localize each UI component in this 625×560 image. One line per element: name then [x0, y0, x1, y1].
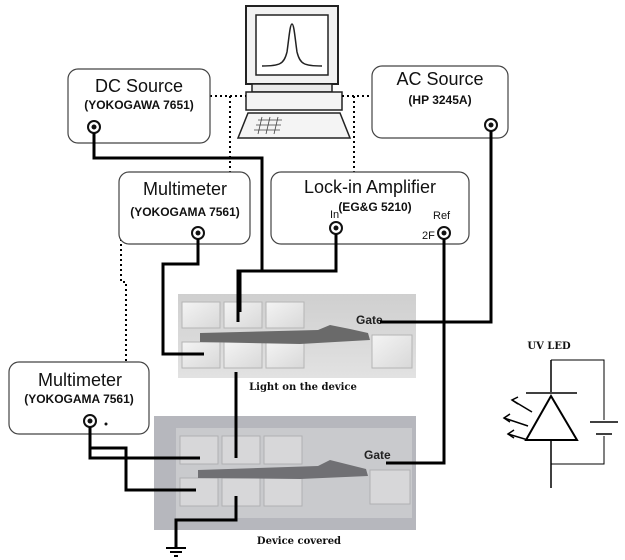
computer-icon	[236, 5, 352, 139]
multimeter-left-model: (YOKOGAMA 7561)	[24, 392, 134, 406]
lockin-in-terminal[interactable]	[329, 221, 343, 235]
light-emission-arrows-icon	[502, 396, 533, 441]
dc-source-terminal[interactable]	[87, 120, 101, 134]
spectrum-peak-icon	[261, 23, 323, 67]
ac-source-model: (HP 3245A)	[408, 93, 471, 107]
device-bottom-caption: Device covered	[257, 536, 341, 547]
multimeter-top-title: Multimeter	[143, 179, 227, 199]
dc-source-model: (YOKOGAWA 7651)	[84, 98, 194, 112]
ground-icon	[166, 547, 186, 557]
device-bottom-gate-label: Gate	[364, 448, 391, 462]
channel-strip-bottom	[198, 460, 368, 479]
dc-source-box: DC Source (YOKOGAWA 7651)	[67, 68, 211, 144]
dc-source-title: DC Source	[95, 76, 183, 96]
multimeter-left-title: Multimeter	[38, 370, 122, 390]
device-top-gate-label: Gate	[356, 313, 383, 327]
keyboard-icon	[236, 112, 352, 139]
gpib-links	[120, 95, 372, 362]
multimeter-top-model: (YOKOGAMA 7561)	[130, 205, 240, 219]
channel-strip-top	[200, 325, 370, 344]
lockin-title: Lock-in Amplifier	[304, 177, 436, 197]
ac-source-box: AC Source (HP 3245A)	[371, 65, 509, 139]
lockin-in-label: In	[330, 209, 339, 221]
uv-led-label: UV LED	[527, 341, 571, 352]
lockin-amplifier-box: Lock-in Amplifier (EG&G 5210) In Ref 2F	[270, 171, 470, 245]
wiring	[88, 131, 493, 548]
lockin-ref-label: Ref	[433, 210, 451, 222]
led-diode-symbol	[524, 394, 579, 441]
multimeter-left-terminal[interactable]	[83, 414, 97, 428]
lockin-ref-terminal[interactable]	[437, 226, 451, 240]
ac-source-title: AC Source	[396, 69, 483, 89]
multimeter-top-terminal[interactable]	[191, 226, 205, 240]
multimeter-top-box: Multimeter (YOKOGAMA 7561)	[118, 171, 251, 245]
lockin-model: (EG&G 5210)	[338, 200, 411, 214]
ac-source-terminal[interactable]	[484, 118, 498, 132]
device-covered: Gate	[154, 416, 416, 530]
device-top-caption: Light on the device	[249, 382, 357, 393]
device-light-on: Gate	[178, 294, 416, 378]
uv-led-circuit: UV LED	[502, 341, 618, 488]
multimeter-left-box: Multimeter (YOKOGAMA 7561)	[8, 361, 150, 435]
lockin-2f-label: 2F	[422, 230, 435, 242]
